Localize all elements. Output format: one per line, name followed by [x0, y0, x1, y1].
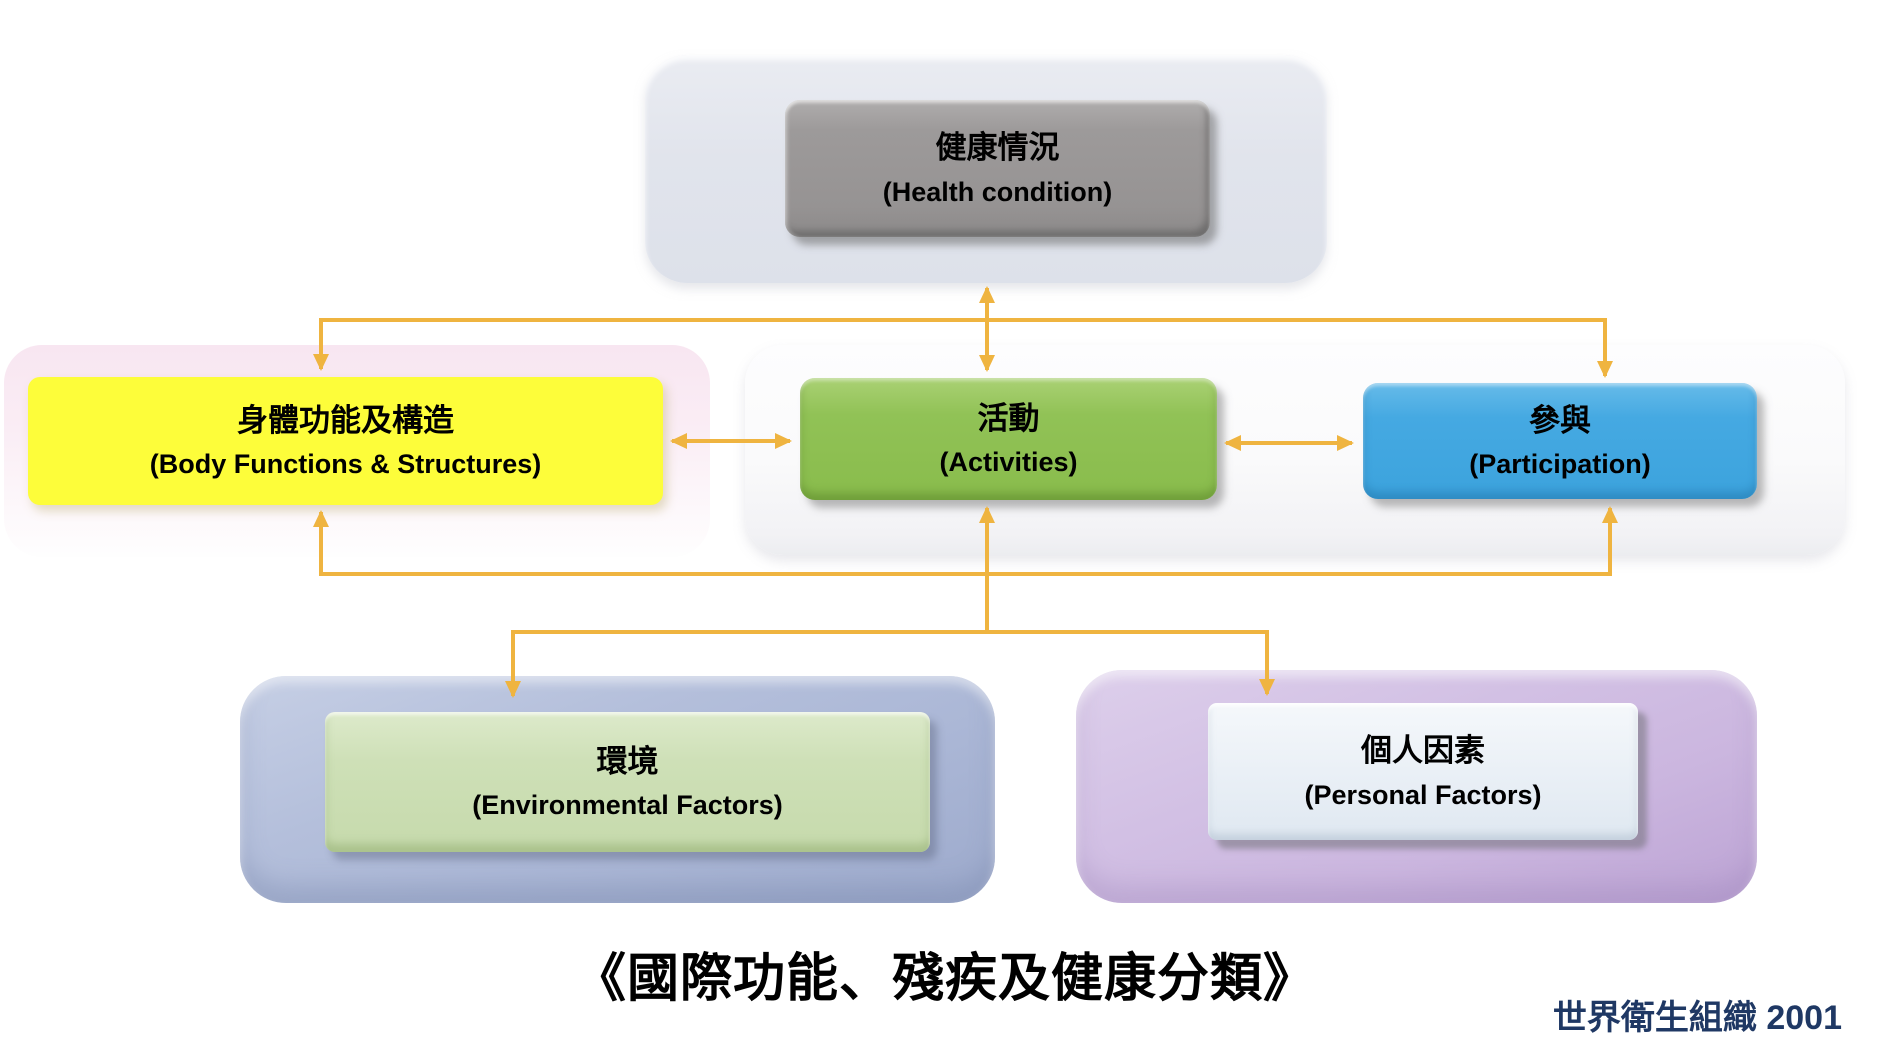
health-condition-label-zh: 健康情況	[935, 130, 1060, 165]
activities-box: 活動 (Activities)	[800, 378, 1217, 500]
health-condition-box: 健康情況 (Health condition)	[785, 100, 1210, 237]
body-functions-label-zh: 身體功能及構造	[237, 402, 454, 438]
body-functions-box: 身體功能及構造 (Body Functions & Structures)	[28, 377, 663, 505]
activities-label-en: (Activities)	[939, 447, 1078, 477]
source-credit: 世界衛生組織 2001	[1552, 999, 1842, 1037]
personal-factors-box: 個人因素 (Personal Factors)	[1208, 703, 1638, 840]
personal-factors-label-en: (Personal Factors)	[1304, 779, 1542, 810]
environment-label-en: (Environmental Factors)	[472, 790, 783, 820]
environment-box: 環境 (Environmental Factors)	[325, 712, 930, 852]
health-condition-label-en: (Health condition)	[882, 176, 1113, 207]
participation-box: 參與 (Participation)	[1363, 383, 1757, 499]
body-functions-label-en: (Body Functions & Structures)	[149, 449, 542, 479]
participation-label-en: (Participation)	[1469, 449, 1651, 479]
environment-label-zh: 環境	[596, 743, 659, 779]
participation-label-zh: 參與	[1529, 402, 1591, 438]
diagram-title: 《國際功能、殘疾及健康分類》	[573, 950, 1316, 1008]
personal-factors-label-zh: 個人因素	[1361, 733, 1485, 768]
activities-label-zh: 活動	[977, 400, 1040, 436]
